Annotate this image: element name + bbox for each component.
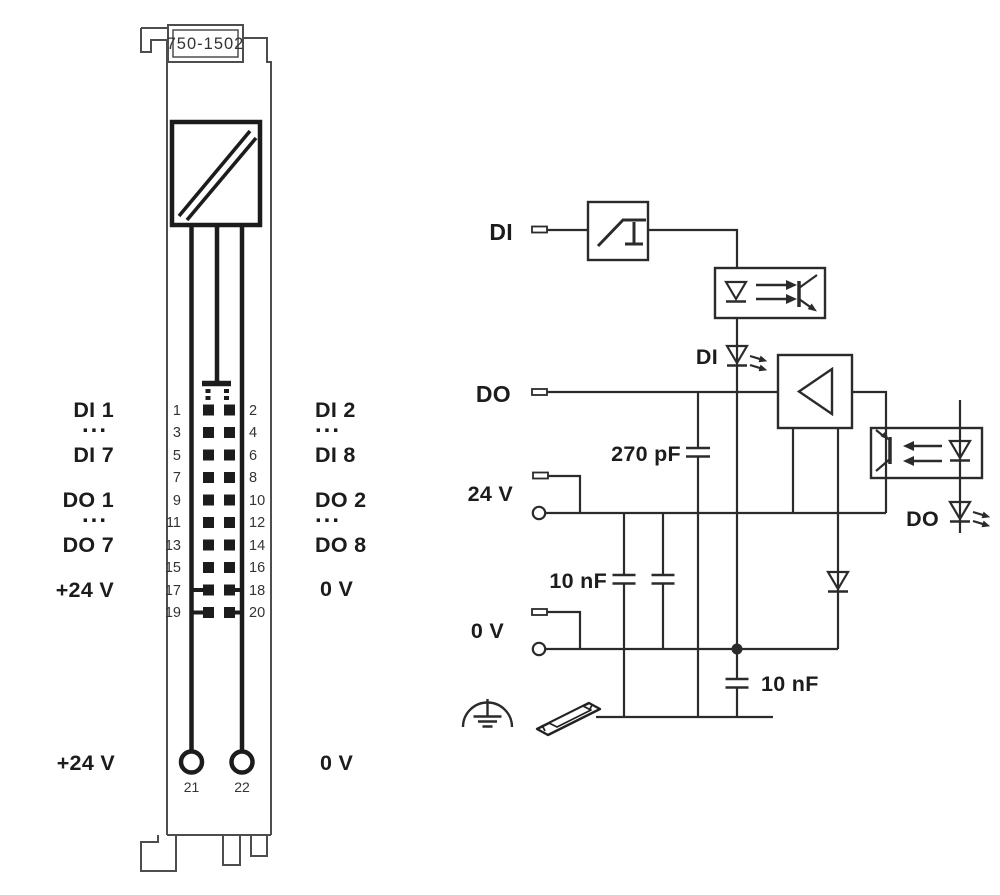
capacitors-10nf-supply: 10 nF	[549, 569, 675, 593]
phototransistor	[797, 274, 818, 312]
pin-number: 12	[249, 515, 265, 531]
pin-number: 14	[249, 538, 265, 554]
pin-number: 13	[165, 538, 181, 554]
pin-number: 9	[173, 493, 181, 509]
led-triangle	[948, 500, 972, 522]
pin-label: DI 8	[315, 443, 356, 467]
do-led-label: DO	[906, 507, 939, 531]
capacitor-270pf: 270 pF	[611, 442, 710, 466]
ellipsis: ...	[315, 411, 341, 438]
pin-number: 17	[165, 583, 181, 599]
terminal-do	[531, 388, 548, 396]
pin-number: 4	[249, 425, 257, 441]
supply-0v-label: 0 V	[471, 619, 505, 643]
pin-label: DO 2	[315, 488, 366, 512]
led-triangle	[724, 280, 748, 302]
pin-number: 3	[173, 425, 181, 441]
ellipsis: ...	[315, 501, 341, 528]
pin-label: +24 V	[56, 578, 115, 602]
module-part-number-plate: 750-1502	[167, 24, 245, 63]
terminal-24v	[532, 471, 549, 480]
pin-number: 8	[249, 470, 257, 486]
pin-label: DI 7	[73, 443, 114, 467]
electronics-symbol	[169, 119, 263, 228]
pin-contact-grid	[192, 404, 242, 618]
pin-number: 11	[166, 515, 181, 531]
earth-ground-icon	[461, 699, 514, 728]
cap-value: 10 nF	[761, 672, 819, 696]
led-triangle	[948, 439, 972, 461]
pin-numbers-left: 1 3 5 7 9 11 13 15 17 19	[165, 403, 181, 621]
optocoupler-di	[713, 266, 827, 320]
pin-number: 18	[249, 583, 265, 599]
internal-bus-lines	[189, 225, 245, 751]
pin-number: 1	[173, 403, 181, 419]
light-arrow	[903, 456, 914, 466]
cap-value: 270 pF	[611, 442, 681, 466]
cap-value: 10 nF	[549, 569, 607, 593]
pin-labels-right: DI 2 ... DI 8 DO 2 ... DO 8 0 V	[315, 398, 366, 601]
module-outline	[140, 27, 272, 872]
pin-label: DO 8	[315, 533, 366, 557]
do-output-label: DO	[476, 381, 511, 407]
optocoupler-do	[869, 426, 984, 480]
power-jumper-contacts: 21 22 +24 V 0 V	[57, 749, 354, 795]
pin-label: 0 V	[320, 577, 354, 601]
amplifier-triangle	[796, 366, 834, 417]
phototransistor	[875, 429, 892, 472]
capacitor-10nf-ground: 10 nF	[725, 672, 819, 696]
suppressor-diode	[826, 570, 850, 593]
pin-number: 10	[249, 493, 265, 509]
contact-0v	[531, 641, 547, 657]
pin-label: DO 7	[63, 533, 114, 557]
terminal-di	[531, 225, 548, 234]
di-led-label: DI	[696, 345, 718, 369]
terminal-label: 0 V	[320, 751, 354, 775]
pin-label: DO 1	[63, 488, 114, 512]
din-rail-icon	[535, 701, 602, 737]
terminal-number: 22	[234, 779, 250, 795]
di-input-label: DI	[489, 219, 513, 245]
light-arrow	[903, 441, 914, 451]
pin-numbers-right: 2 4 6 8 10 12 14 16 18 20	[249, 403, 265, 621]
do-status-led: DO	[906, 500, 991, 531]
part-number: 750-1502	[167, 35, 245, 53]
pin-number: 5	[173, 448, 181, 464]
supply-24v-label: 24 V	[468, 482, 514, 506]
led-triangle	[725, 344, 749, 366]
pin-number: 6	[249, 448, 257, 464]
junction-dot	[731, 643, 743, 655]
output-driver-box	[776, 353, 854, 430]
light-arrow	[786, 294, 797, 304]
contact-24v	[531, 505, 547, 521]
ellipsis: ...	[82, 411, 108, 438]
pin-number: 2	[249, 403, 257, 419]
ellipsis: ...	[82, 501, 108, 528]
terminal-number: 21	[184, 779, 200, 795]
pin-number: 16	[249, 560, 265, 576]
terminal-label: +24 V	[57, 751, 116, 775]
pin-labels-left: DI 1 ... DI 7 DO 1 ... DO 7 +24 V	[56, 398, 115, 602]
pin-number: 15	[165, 560, 181, 576]
filter-symbol	[596, 218, 646, 248]
terminal-0v	[531, 608, 548, 616]
pin-number: 7	[173, 470, 181, 486]
di-status-led: DI	[696, 344, 768, 372]
input-filter-box	[586, 200, 650, 262]
io-module: 750-1502	[56, 24, 366, 872]
pin-number: 20	[249, 605, 265, 621]
wires	[545, 228, 962, 719]
pin-label: DI 2	[315, 398, 356, 422]
pin-number: 19	[165, 605, 181, 621]
pin-label: DI 1	[73, 398, 114, 422]
circuit-schematic: DI DO 24 V 0 V DI	[461, 200, 991, 737]
light-arrow	[786, 280, 797, 290]
